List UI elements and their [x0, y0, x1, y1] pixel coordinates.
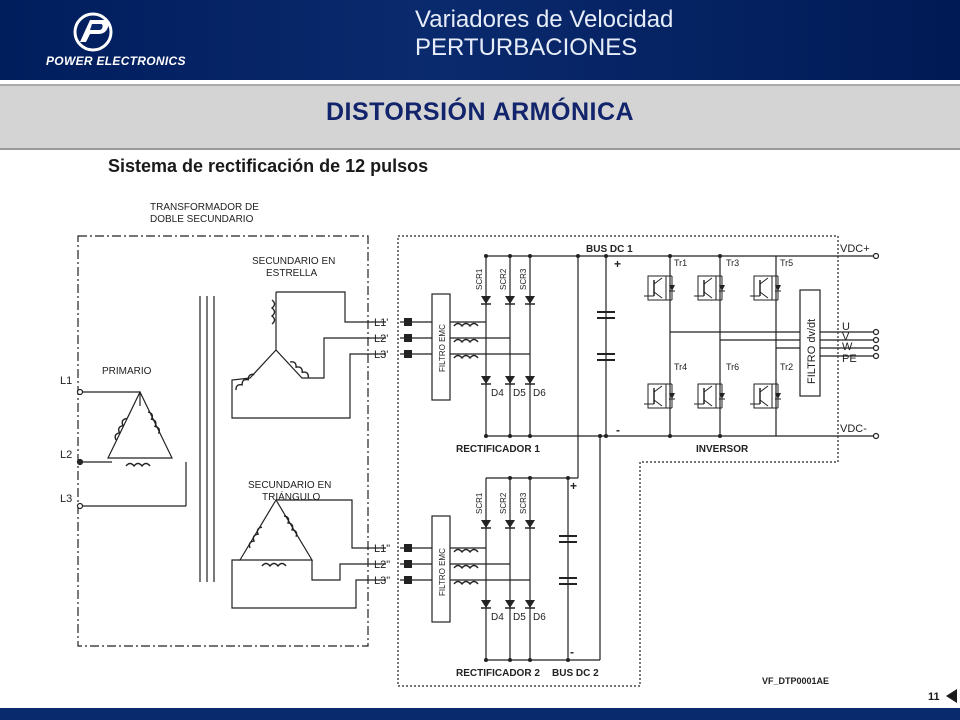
label-tr6: Tr6 [726, 362, 739, 372]
label-transformer-1: TRANSFORMADOR DE [150, 202, 259, 213]
label-plus-2: + [570, 479, 577, 493]
label-scr1-1: SCR1 [475, 268, 484, 290]
label-star-2: ESTRELLA [266, 268, 317, 279]
label-l1-prime: L1' [374, 317, 388, 329]
label-l3-prime: L3' [374, 349, 388, 361]
label-minus-2: - [570, 645, 574, 659]
label-scr3-1: SCR3 [519, 268, 528, 290]
label-tr3: Tr3 [726, 258, 739, 268]
power-electronics-logo-icon [73, 12, 113, 52]
label-minus-1: - [616, 423, 620, 437]
label-d4-1: D4 [491, 388, 504, 399]
footer-bar [0, 708, 960, 720]
label-tr1: Tr1 [674, 258, 687, 268]
brand-name: POWER ELECTRONICS [46, 54, 186, 68]
label-scr2-2: SCR2 [499, 492, 508, 514]
label-inverter: INVERSOR [696, 444, 749, 455]
label-filter-emc-1: FILTRO EMC [438, 324, 447, 372]
page-title: Variadores de Velocidad PERTURBACIONES [415, 6, 673, 62]
thyristor-scr1-bridge-2 [480, 519, 492, 529]
transformer-boundary [77, 235, 369, 647]
title-line-1: Variadores de Velocidad [415, 6, 674, 33]
label-tr5: Tr5 [780, 258, 793, 268]
label-delta-2: TRIÁNGULO [262, 490, 321, 503]
title-line-2: PERTURBACIONES [415, 34, 638, 61]
label-tr4: Tr4 [674, 362, 687, 372]
label-l1-double-prime: L1" [374, 543, 390, 555]
previous-page-arrow-icon[interactable] [944, 688, 958, 704]
label-d5-1: D5 [513, 388, 526, 399]
page-number: 11 [928, 691, 940, 703]
converter-boundary [397, 235, 839, 687]
label-bus-dc-2: BUS DC 2 [552, 668, 599, 679]
label-dvdt-filter: FILTRO dv/dt [806, 319, 818, 384]
label-d5-2: D5 [513, 612, 526, 623]
label-rectifier-2: RECTIFICADOR 2 [456, 668, 540, 679]
diode-d5-bridge-2 [504, 599, 516, 609]
label-delta-1: SECUNDARIO EN [248, 480, 331, 491]
label-d6-2: D6 [533, 612, 546, 623]
diode-d4-bridge-1 [480, 375, 492, 385]
label-d4-2: D4 [491, 612, 504, 623]
label-scr2-1: SCR2 [499, 268, 508, 290]
section-title: DISTORSIÓN ARMÓNICA [325, 98, 635, 126]
label-l1: L1 [60, 375, 72, 387]
twelve-pulse-rectifier-diagram: TRANSFORMADOR DE DOBLE SECUNDARIO SECUND… [60, 202, 880, 687]
label-scr3-2: SCR3 [519, 492, 528, 514]
label-tr2: Tr2 [780, 362, 793, 372]
thyristor-scr2-bridge-2 [504, 519, 516, 529]
thyristor-scr3-bridge-1 [524, 295, 536, 305]
label-scr1-2: SCR1 [475, 492, 484, 514]
diagram-code: VF_DTP0001AE [762, 676, 829, 686]
label-transformer-2: DOBLE SECUNDARIO [150, 214, 254, 225]
label-vdc-minus: VDC- [840, 423, 867, 435]
diode-d6-bridge-2 [524, 599, 536, 609]
diode-d5-bridge-1 [504, 375, 516, 385]
brand-logo: POWER ELECTRONICS [40, 8, 240, 72]
label-l3: L3 [60, 493, 72, 505]
label-rectifier-1: RECTIFICADOR 1 [456, 444, 540, 455]
diode-d4-bridge-2 [480, 599, 492, 609]
thyristor-scr2-bridge-1 [504, 295, 516, 305]
thyristor-scr3-bridge-2 [524, 519, 536, 529]
label-l2-double-prime: L2" [374, 559, 390, 571]
label-star-1: SECUNDARIO EN [252, 256, 335, 267]
label-bus-dc-1: BUS DC 1 [586, 244, 633, 255]
label-l2: L2 [60, 449, 72, 461]
label-l3-double-prime: L3" [374, 575, 390, 587]
header-banner: POWER ELECTRONICS Variadores de Velocida… [0, 0, 960, 80]
label-w: W [842, 341, 853, 353]
label-v: V [842, 331, 850, 343]
slide-subtitle: Sistema de rectificación de 12 pulsos [108, 156, 429, 176]
label-l2-prime: L2' [374, 333, 388, 345]
label-plus-1: + [614, 257, 621, 271]
section-bar [0, 84, 960, 150]
thyristor-scr1-bridge-1 [480, 295, 492, 305]
label-d6-1: D6 [533, 388, 546, 399]
label-u: U [842, 321, 850, 333]
label-vdc-plus: VDC+ [840, 243, 870, 255]
label-filter-emc-2: FILTRO EMC [438, 548, 447, 596]
label-primary: PRIMARIO [102, 366, 152, 377]
diode-d6-bridge-1 [524, 375, 536, 385]
label-pe: PE [842, 353, 857, 365]
